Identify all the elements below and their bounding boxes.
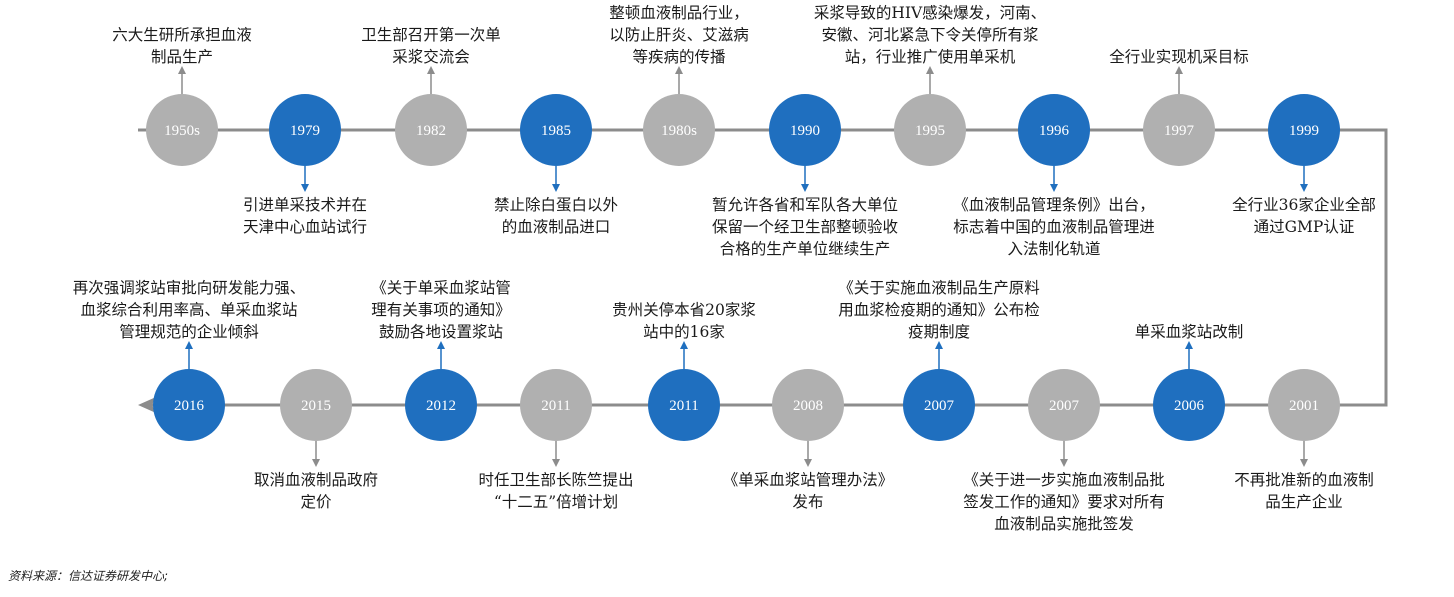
source-note: 资料来源：信达证券研发中心; (8, 569, 169, 583)
timeline-nodes: 1950s 1979 1982 1985 1980s 1990 1995 1996 1997 19… (146, 94, 1340, 441)
bottom-row-node-circle (280, 369, 352, 441)
bottom-row-node-circle (1028, 369, 1100, 441)
bottom-row-node-circle (648, 369, 720, 441)
top-row-node-circle (1268, 94, 1340, 166)
top-row-annotation: 卫生部召开第一次单 采浆交流会 (361, 26, 501, 66)
top-row-annotation: 全行业36家企业全部 通过GMP认证 (1232, 196, 1376, 236)
bottom-row-annotation: 不再批准新的血液制 品生产企业 (1234, 471, 1374, 511)
top-row-annotation: 《血液制品管理条例》出台， 标志着中国的血液制品管理进 入法制化轨道 (953, 196, 1155, 258)
bottom-row-node: 2007 (1028, 369, 1100, 441)
bottom-row-annotation: 《关于单采血浆站管 理有关事项的通知》 鼓励各地设置浆站 (371, 279, 511, 341)
top-row-node: 1979 (269, 94, 341, 166)
bottom-row-node-circle (1268, 369, 1340, 441)
top-row-node: 1997 (1143, 94, 1215, 166)
top-row-node: 1995 (894, 94, 966, 166)
top-row-annotation: 整顿血液制品行业， 以防止肝炎、艾滋病 等疾病的传播 (609, 4, 749, 66)
bottom-row-node-year: 2001 (1289, 398, 1319, 414)
top-row-node-year: 1985 (541, 123, 571, 139)
bottom-row-node-year: 2007 (1049, 398, 1080, 414)
top-row-node-year: 1999 (1289, 123, 1319, 139)
top-row-node-circle (146, 94, 218, 166)
top-row-node-year: 1979 (290, 123, 320, 139)
top-row-node-circle (395, 94, 467, 166)
top-row-annotation: 禁止除白蛋白以外 的血液制品进口 (493, 196, 619, 236)
top-row-node-circle (894, 94, 966, 166)
top-row-annotation: 全行业实现机采目标 (1109, 48, 1249, 66)
bottom-row-node: 2012 (405, 369, 477, 441)
top-row-annotation: 采浆导致的HIV感染爆发，河南、 安徽、河北紧急下令关停所有浆 站，行业推广使用… (813, 4, 1047, 66)
top-row-node-year: 1997 (1164, 123, 1195, 139)
bottom-row-node-circle (772, 369, 844, 441)
top-row-node-circle (1143, 94, 1215, 166)
bottom-row-annotation: 贵州关停本省20家浆 站中的16家 (612, 301, 756, 341)
bottom-row-node-year: 2007 (924, 398, 955, 414)
bottom-row-node-year: 2011 (669, 398, 698, 414)
bottom-row-node-year: 2008 (793, 398, 823, 414)
top-row-node: 1996 (1018, 94, 1090, 166)
bottom-row-annotation: 取消血液制品政府 定价 (253, 471, 379, 511)
bottom-row-node: 2016 (153, 369, 225, 441)
bottom-row-node: 2006 (1153, 369, 1225, 441)
bottom-row-annotation: 时任卫生部长陈竺提出 “十二五”倍增计划 (478, 471, 634, 511)
top-row-node-circle (520, 94, 592, 166)
top-row-node: 1950s (146, 94, 218, 166)
bottom-row-node-circle (405, 369, 477, 441)
bottom-row-annotation: 单采血浆站改制 (1134, 323, 1244, 341)
timeline-connector (138, 66, 1388, 467)
top-row-annotation: 六大生研所承担血液 制品生产 (112, 26, 252, 66)
top-row-node-year: 1980s (661, 123, 697, 139)
top-row-node: 1990 (769, 94, 841, 166)
top-row-node: 1980s (643, 94, 715, 166)
bottom-row-node: 2015 (280, 369, 352, 441)
bottom-row-node-year: 2015 (301, 398, 331, 414)
bottom-row-node: 2011 (520, 369, 592, 441)
bottom-row-annotation: 《关于实施血液制品生产原料 用血浆检疫期的通知》公布检 疫期制度 (838, 279, 1040, 341)
bottom-row-node-circle (153, 369, 225, 441)
bottom-row-node: 2007 (903, 369, 975, 441)
top-row-node-year: 1990 (790, 123, 820, 139)
top-row-node: 1982 (395, 94, 467, 166)
bottom-row-node-circle (520, 369, 592, 441)
top-row-node-year: 1995 (915, 123, 945, 139)
timeline-path (138, 128, 1388, 407)
bottom-row-node: 2008 (772, 369, 844, 441)
bottom-row-node-year: 2006 (1174, 398, 1205, 414)
bottom-row-annotation: 《关于进一步实施血液制品批 签发工作的通知》要求对所有 血液制品实施批签发 (963, 471, 1165, 533)
top-row-node-year: 1996 (1039, 123, 1070, 139)
top-row-node-circle (643, 94, 715, 166)
bottom-row-node-year: 2016 (174, 398, 205, 414)
bottom-row-annotation: 《单采血浆站管理办法》 发布 (722, 471, 894, 511)
bottom-row-annotation: 再次强调浆站审批向研发能力强、 血浆综合利用率高、单采血浆站 管理规范的企业倾斜 (72, 279, 306, 341)
top-row-node: 1985 (520, 94, 592, 166)
top-row-node-circle (1018, 94, 1090, 166)
bottom-row-node-year: 2012 (426, 398, 456, 414)
top-row-node-circle (269, 94, 341, 166)
top-row-node-year: 1982 (416, 123, 446, 139)
bottom-row-node-circle (903, 369, 975, 441)
top-row-annotation: 暂允许各省和军队各大单位 保留一个经卫生部整顿验收 合格的生产单位继续生产 (711, 196, 899, 258)
top-row-node: 1999 (1268, 94, 1340, 166)
bottom-row-node: 2011 (648, 369, 720, 441)
top-row-node-year: 1950s (164, 123, 200, 139)
bottom-row-node-circle (1153, 369, 1225, 441)
bottom-row-node: 2001 (1268, 369, 1340, 441)
timeline-arrowhead-icon (138, 397, 156, 413)
top-row-node-circle (769, 94, 841, 166)
bottom-row-node-year: 2011 (541, 398, 570, 414)
top-row-annotation: 引进单采技术并在 天津中心血站试行 (242, 196, 368, 236)
